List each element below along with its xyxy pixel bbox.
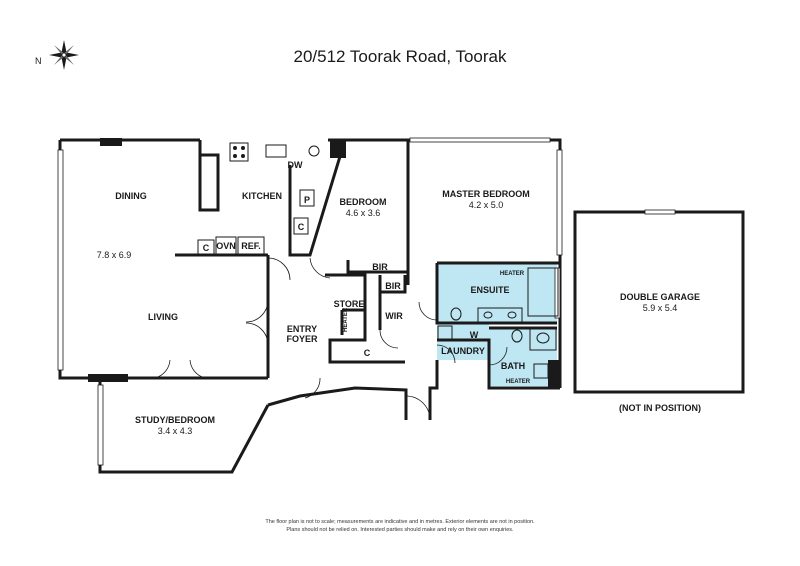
room-label-laundry: LAUNDRY (441, 346, 485, 356)
room-label-dining: DINING (115, 191, 147, 201)
room-dim-master: 4.2 x 5.0 (469, 200, 504, 210)
label-bir-top: BIR (372, 262, 388, 272)
bathroom-fixtures (437, 267, 559, 379)
room-label-master: MASTER BEDROOM (442, 189, 530, 199)
room-dim-study: 3.4 x 4.3 (158, 426, 193, 436)
room-label-bath: BATH (501, 361, 525, 371)
window (97, 384, 104, 466)
kitchen-fixtures (197, 142, 320, 255)
label-pantry: P (304, 195, 310, 205)
label-cupboard: C (203, 243, 210, 253)
room-label-entry: ENTRY (287, 324, 317, 334)
label-kitchen-cupboard: C (298, 222, 305, 232)
garage-outline (573, 209, 745, 394)
room-label-kitchen: KITCHEN (242, 191, 282, 201)
disclaimer-line-2: Plans should not be relied on. Intereste… (286, 527, 514, 533)
label-washer: W (470, 330, 479, 340)
house-walls (58, 138, 562, 474)
page-title: 20/512 Toorak Road, Toorak (294, 47, 507, 66)
column-block (548, 360, 560, 388)
room-label-bedroom: BEDROOM (340, 197, 387, 207)
label-heater-bath: HEATER (506, 379, 531, 385)
label-store: STORE (334, 299, 365, 309)
label-heater-ensuite: HEATER (500, 271, 525, 277)
room-dim-bedroom: 4.6 x 3.6 (346, 208, 381, 218)
room-label-garage: DOUBLE GARAGE (620, 292, 700, 302)
room-label-ensuite: ENSUITE (470, 285, 509, 295)
window (409, 137, 551, 143)
compass-north-label: N (35, 56, 42, 66)
column-block (330, 140, 346, 158)
label-heater-store: HEATER (343, 307, 349, 332)
label-hall-cupboard: C (364, 348, 371, 358)
disclaimer-line-1: The floor plan is not to scale; measurem… (265, 519, 535, 525)
label-bir-mid: BIR (385, 281, 401, 291)
room-dim-garage: 5.9 x 5.4 (643, 303, 678, 313)
bath-fill (489, 328, 557, 386)
ensuite-fill (437, 263, 557, 323)
label-dishwasher: DW (288, 160, 303, 170)
room-label-study: STUDY/BEDROOM (135, 415, 215, 425)
room-label-foyer: FOYER (286, 334, 318, 344)
window (57, 149, 64, 371)
label-oven: OVN (216, 241, 236, 251)
garage-note: (NOT IN POSITION) (619, 403, 701, 413)
compass-icon: N (35, 40, 79, 70)
room-label-living: LIVING (148, 312, 178, 322)
label-wir: WIR (385, 311, 403, 321)
doors (154, 257, 508, 421)
column-block (100, 138, 122, 146)
room-dim-dining-living: 7.8 x 6.9 (97, 250, 132, 260)
label-fridge: REF. (241, 241, 261, 251)
column-block (88, 374, 128, 382)
window (556, 149, 563, 256)
